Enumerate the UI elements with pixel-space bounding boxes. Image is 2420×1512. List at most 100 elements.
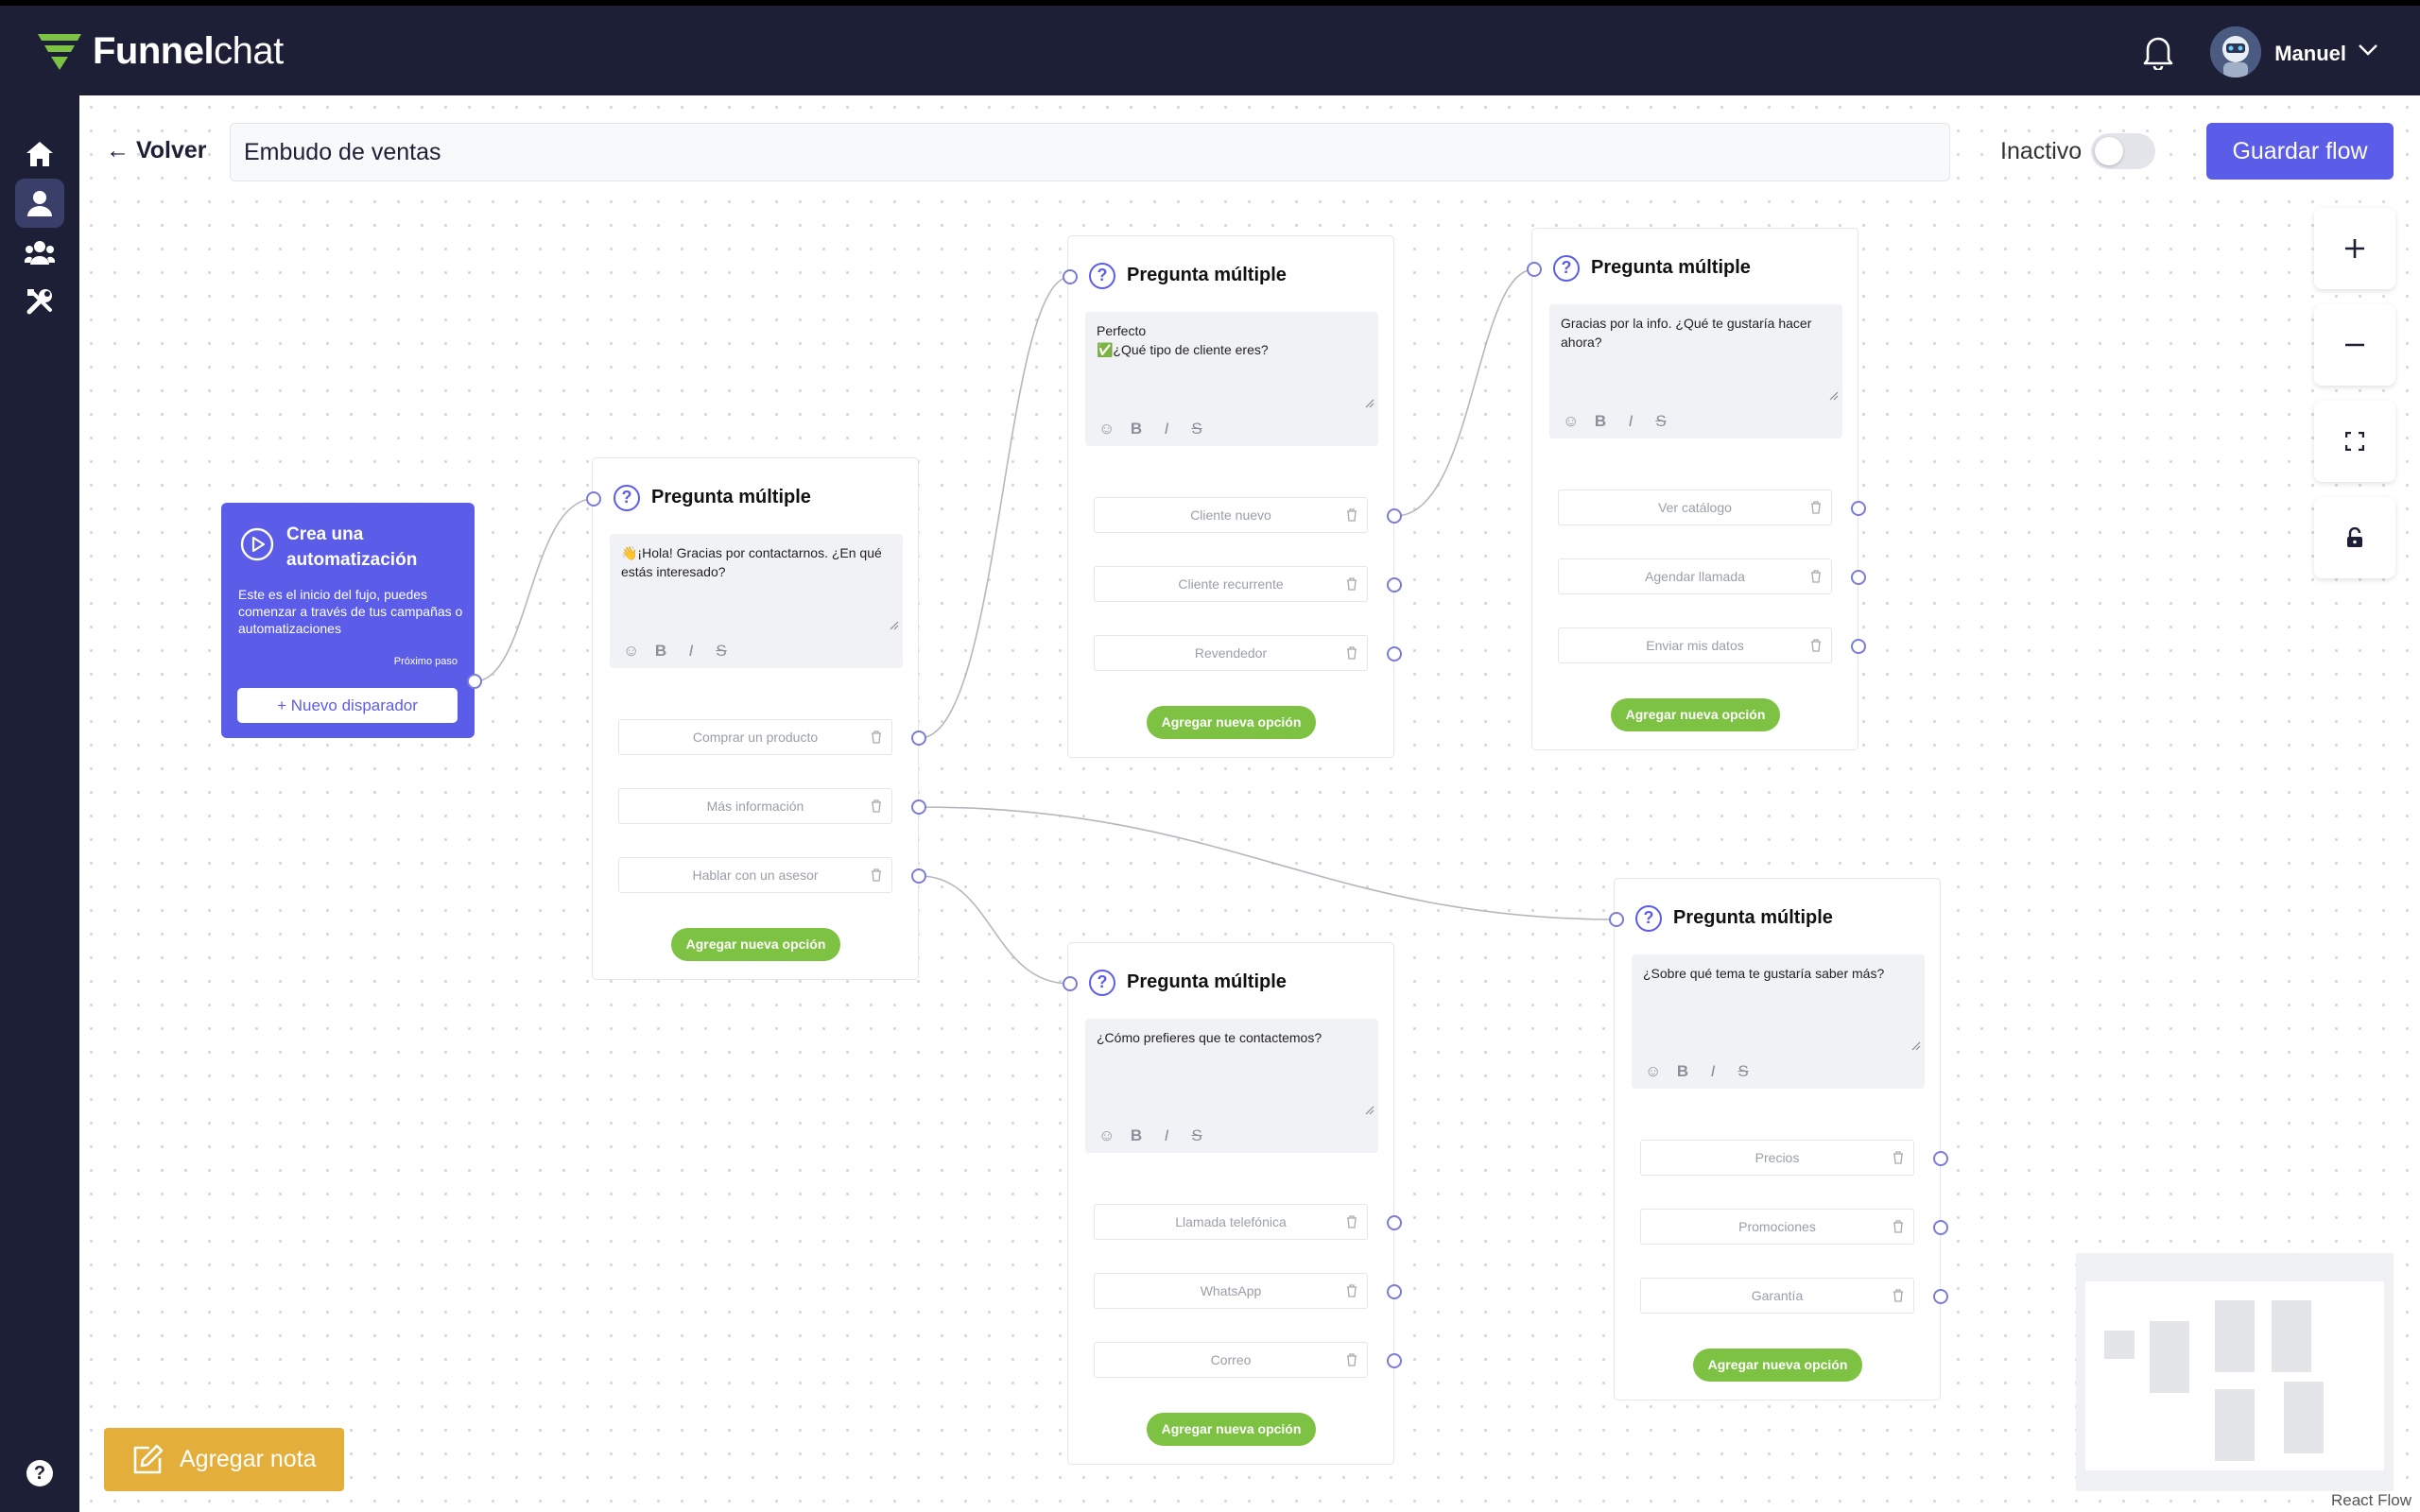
sidebar-item-home[interactable] bbox=[15, 129, 64, 179]
resize-handle-icon[interactable] bbox=[1911, 1041, 1921, 1051]
resize-handle-icon[interactable] bbox=[1365, 399, 1374, 408]
source-handle[interactable] bbox=[911, 799, 926, 815]
italic-icon[interactable]: I bbox=[1164, 1126, 1169, 1144]
trash-icon[interactable] bbox=[1810, 570, 1822, 583]
save-flow-button[interactable]: Guardar flow bbox=[2206, 123, 2394, 180]
option-field[interactable]: Enviar mis datos bbox=[1558, 627, 1832, 663]
question-node[interactable]: ? Pregunta múltiple ¿Cómo prefieres que … bbox=[1067, 942, 1394, 1465]
source-handle[interactable] bbox=[1933, 1289, 1948, 1304]
source-handle[interactable] bbox=[1933, 1220, 1948, 1235]
option-field[interactable]: Agendar llamada bbox=[1558, 558, 1832, 594]
question-node[interactable]: ? Pregunta múltiple ¿Sobre qué tema te g… bbox=[1614, 878, 1941, 1400]
strikethrough-icon[interactable]: S bbox=[1191, 1126, 1202, 1144]
option-field[interactable]: Precios bbox=[1640, 1140, 1914, 1176]
emoji-icon[interactable]: ☺ bbox=[1645, 1062, 1662, 1080]
bold-icon[interactable]: B bbox=[1130, 1126, 1143, 1144]
add-note-button[interactable]: Agregar nota bbox=[104, 1428, 344, 1491]
message-editor[interactable]: Perfecto ✅¿Qué tipo de cliente eres? ☺ B… bbox=[1085, 312, 1378, 446]
message-editor[interactable]: 👋¡Hola! Gracias por contactarnos. ¿En qu… bbox=[610, 534, 903, 668]
add-option-button[interactable]: Agregar nueva opción bbox=[1147, 1413, 1316, 1446]
source-handle[interactable] bbox=[911, 868, 926, 884]
minimap[interactable] bbox=[2076, 1253, 2394, 1491]
source-handle[interactable] bbox=[1387, 1353, 1402, 1368]
italic-icon[interactable]: I bbox=[688, 642, 694, 660]
trash-icon[interactable] bbox=[871, 730, 882, 744]
bell-icon[interactable] bbox=[2142, 34, 2174, 75]
strikethrough-icon[interactable]: S bbox=[1191, 420, 1202, 438]
option-field[interactable]: Correo bbox=[1094, 1342, 1368, 1378]
italic-icon[interactable]: I bbox=[1710, 1062, 1716, 1080]
option-field[interactable]: Cliente nuevo bbox=[1094, 497, 1368, 533]
target-handle[interactable] bbox=[1527, 262, 1542, 277]
lock-button[interactable] bbox=[2314, 497, 2395, 578]
italic-icon[interactable]: I bbox=[1164, 420, 1169, 438]
option-field[interactable]: Garantía bbox=[1640, 1278, 1914, 1314]
sidebar-item-teams[interactable] bbox=[15, 228, 64, 277]
chevron-down-icon[interactable] bbox=[2358, 43, 2378, 61]
trash-icon[interactable] bbox=[871, 799, 882, 813]
message-editor[interactable]: Gracias por la info. ¿Qué te gustaría ha… bbox=[1549, 304, 1842, 438]
target-handle[interactable] bbox=[1609, 912, 1624, 927]
source-handle[interactable] bbox=[467, 674, 482, 689]
add-option-button[interactable]: Agregar nueva opción bbox=[671, 928, 840, 961]
status-toggle[interactable] bbox=[2091, 133, 2155, 169]
message-editor[interactable]: ¿Sobre qué tema te gustaría saber más? ☺… bbox=[1632, 954, 1925, 1089]
source-handle[interactable] bbox=[1387, 1284, 1402, 1299]
source-handle[interactable] bbox=[1851, 501, 1866, 516]
trash-icon[interactable] bbox=[1810, 639, 1822, 652]
emoji-icon[interactable]: ☺ bbox=[1563, 412, 1580, 430]
trash-icon[interactable] bbox=[1810, 501, 1822, 514]
source-handle[interactable] bbox=[1387, 1215, 1402, 1230]
user-name[interactable]: Manuel bbox=[2274, 42, 2346, 65]
source-handle[interactable] bbox=[1387, 646, 1402, 662]
source-handle[interactable] bbox=[911, 730, 926, 746]
help-icon[interactable]: ? bbox=[26, 1460, 53, 1486]
emoji-icon[interactable]: ☺ bbox=[623, 642, 640, 660]
strikethrough-icon[interactable]: S bbox=[716, 642, 727, 660]
avatar[interactable] bbox=[2210, 26, 2261, 77]
source-handle[interactable] bbox=[1387, 577, 1402, 593]
trash-icon[interactable] bbox=[1893, 1220, 1904, 1233]
zoom-out-button[interactable] bbox=[2314, 304, 2395, 386]
strikethrough-icon[interactable]: S bbox=[1737, 1062, 1749, 1080]
start-node[interactable]: Crea una automatización Este es el inici… bbox=[221, 503, 475, 738]
emoji-icon[interactable]: ☺ bbox=[1098, 1126, 1115, 1144]
option-field[interactable]: Comprar un producto bbox=[618, 719, 892, 755]
add-option-button[interactable]: Agregar nueva opción bbox=[1693, 1349, 1862, 1382]
bold-icon[interactable]: B bbox=[654, 642, 667, 660]
trash-icon[interactable] bbox=[871, 868, 882, 882]
source-handle[interactable] bbox=[1933, 1151, 1948, 1166]
option-field[interactable]: Más información bbox=[618, 788, 892, 824]
option-field[interactable]: WhatsApp bbox=[1094, 1273, 1368, 1309]
option-field[interactable]: Hablar con un asesor bbox=[618, 857, 892, 893]
option-field[interactable]: Promociones bbox=[1640, 1209, 1914, 1245]
brand-logo[interactable]: Funnelchat bbox=[38, 30, 284, 73]
trash-icon[interactable] bbox=[1893, 1289, 1904, 1302]
resize-handle-icon[interactable] bbox=[1365, 1106, 1374, 1115]
bold-icon[interactable]: B bbox=[1676, 1062, 1689, 1080]
new-trigger-button[interactable]: + Nuevo disparador bbox=[237, 688, 458, 723]
option-field[interactable]: Ver catálogo bbox=[1558, 490, 1832, 525]
sidebar-item-contacts[interactable] bbox=[15, 179, 64, 228]
fit-view-button[interactable] bbox=[2314, 401, 2395, 482]
resize-handle-icon[interactable] bbox=[890, 621, 899, 630]
trash-icon[interactable] bbox=[1346, 646, 1357, 660]
source-handle[interactable] bbox=[1387, 508, 1402, 524]
option-field[interactable]: Cliente recurrente bbox=[1094, 566, 1368, 602]
question-node[interactable]: ? Pregunta múltiple 👋¡Hola! Gracias por … bbox=[592, 457, 919, 980]
trash-icon[interactable] bbox=[1346, 1284, 1357, 1297]
option-field[interactable]: Revendedor bbox=[1094, 635, 1368, 671]
resize-handle-icon[interactable] bbox=[1829, 391, 1839, 401]
target-handle[interactable] bbox=[1063, 976, 1078, 991]
trash-icon[interactable] bbox=[1346, 577, 1357, 591]
strikethrough-icon[interactable]: S bbox=[1655, 412, 1667, 430]
message-editor[interactable]: ¿Cómo prefieres que te contactemos? ☺ B … bbox=[1085, 1019, 1378, 1153]
back-button[interactable]: ← Volver bbox=[106, 137, 207, 163]
trash-icon[interactable] bbox=[1893, 1151, 1904, 1164]
target-handle[interactable] bbox=[1063, 269, 1078, 284]
bold-icon[interactable]: B bbox=[1594, 412, 1607, 430]
zoom-in-button[interactable] bbox=[2314, 208, 2395, 289]
option-field[interactable]: Llamada telefónica bbox=[1094, 1204, 1368, 1240]
emoji-icon[interactable]: ☺ bbox=[1098, 420, 1115, 438]
react-flow-attribution[interactable]: React Flow bbox=[2331, 1491, 2412, 1509]
